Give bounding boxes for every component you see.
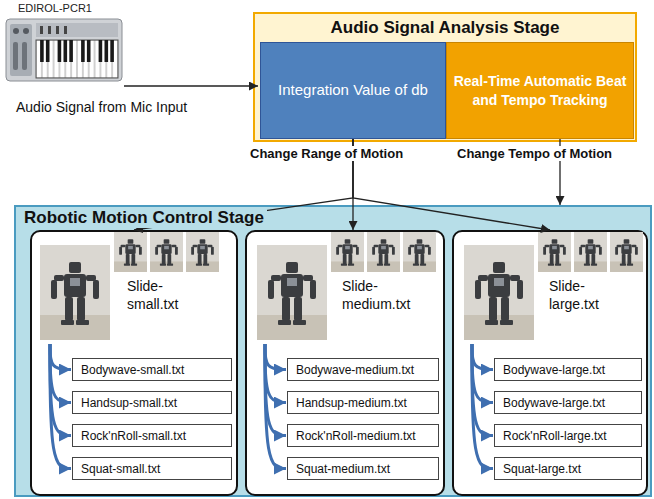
motion-file-box: Bodywave-small.txt xyxy=(72,358,232,381)
robot-photo xyxy=(610,232,643,272)
motion-file-label: Squat-medium.txt xyxy=(296,462,390,476)
control-arrow xyxy=(134,139,353,230)
motion-file-box: Rock'nRoll-medium.txt xyxy=(287,424,439,447)
slider xyxy=(56,26,59,34)
motion-panel: Slide-small.txtBodywave-small.txtHandsup… xyxy=(30,230,238,496)
motion-file-label: Squat-large.txt xyxy=(503,462,581,476)
motion-file-box: Rock'nRoll-small.txt xyxy=(72,424,232,447)
stage-panel: Robotic Motion Control StageSlide-small.… xyxy=(14,205,652,497)
control-panel xyxy=(10,24,32,76)
midi-keyboard xyxy=(6,19,122,81)
motion-file-box: Handsup-small.txt xyxy=(72,391,232,414)
robot-photo xyxy=(367,232,400,272)
keyboard-body xyxy=(6,19,122,81)
motion-file-box: Squat-medium.txt xyxy=(287,457,439,480)
motion-file-box: Squat-small.txt xyxy=(72,457,232,480)
stage-title: Audio Signal Analysis Stage xyxy=(255,14,635,38)
motion-branch-arrow xyxy=(50,344,71,436)
motion-file-box: Rock'nRoll-large.txt xyxy=(494,424,642,447)
black-keys xyxy=(40,40,114,62)
motion-file-label: Slide-medium.txt xyxy=(342,277,420,313)
motion-branch-arrow xyxy=(50,344,71,403)
process-box: Integration Value of db xyxy=(260,42,446,139)
process-label: Real-Time Automatic Beat and Tempo Track… xyxy=(453,72,627,108)
motion-file-box: Bodywave-large.txt xyxy=(494,391,642,414)
robot-photo xyxy=(257,245,327,340)
signal-label: Audio Signal from Mic Input xyxy=(16,99,187,115)
robot-photo xyxy=(464,245,534,340)
motion-file-box: Bodywave-large.txt xyxy=(494,358,642,381)
motion-file-label: Rock'nRoll-medium.txt xyxy=(296,429,416,443)
control-arrow xyxy=(352,139,353,230)
motion-file-label: Rock'nRoll-large.txt xyxy=(503,429,607,443)
knob xyxy=(23,28,29,34)
robot-photos xyxy=(40,232,643,340)
motion-branch-arrow xyxy=(472,344,493,436)
robot-photo xyxy=(40,245,110,340)
control-arrow xyxy=(353,139,550,230)
motion-branch-arrow xyxy=(472,344,493,370)
stage-title: Robotic Motion Control Stage xyxy=(21,208,267,228)
motion-file-box: Handsup-medium.txt xyxy=(287,391,439,414)
robot-photo xyxy=(331,232,364,272)
signal-arrow xyxy=(124,85,258,86)
motion-branch-arrow xyxy=(265,344,286,469)
slider xyxy=(40,26,43,34)
motion-branch-arrow xyxy=(265,344,286,403)
motion-branch-arrow xyxy=(50,344,71,469)
robot-photo xyxy=(574,232,607,272)
motion-file-label: Slide-large.txt xyxy=(549,277,627,313)
motion-file-box: Bodywave-medium.txt xyxy=(287,358,439,381)
robot-photo xyxy=(186,232,219,272)
motion-file-label: Handsup-small.txt xyxy=(81,396,177,410)
motion-branch-arrow xyxy=(265,344,286,370)
motion-file-box: Squat-large.txt xyxy=(494,457,642,480)
slider-panel xyxy=(36,23,118,37)
robot-photo xyxy=(403,232,436,272)
motion-file-label: Bodywave-small.txt xyxy=(81,363,184,377)
stage-panel: Audio Signal Analysis StageIntegration V… xyxy=(253,12,637,142)
robot-photo xyxy=(114,232,147,272)
motion-file-label: Bodywave-large.txt xyxy=(503,396,605,410)
motion-file-label: Slide-small.txt xyxy=(127,277,205,313)
slider xyxy=(64,26,67,34)
motion-file-label: Bodywave-large.txt xyxy=(503,363,605,377)
wheel xyxy=(13,42,18,70)
motion-panel: Slide-large.txtBodywave-large.txtBodywav… xyxy=(452,230,648,496)
motion-file-label: Handsup-medium.txt xyxy=(296,396,407,410)
knob xyxy=(13,28,19,34)
arrow-label: Change Range of Motion xyxy=(248,146,405,161)
motion-file-label: Bodywave-medium.txt xyxy=(296,363,414,377)
device-name: EDIROL-PCR1 xyxy=(18,2,92,14)
motion-file-label: Rock'nRoll-small.txt xyxy=(81,429,186,443)
motion-panel: Slide-medium.txtBodywave-medium.txtHands… xyxy=(245,230,445,496)
process-label: Integration Value of db xyxy=(278,81,428,100)
robot-photo xyxy=(150,232,183,272)
process-box: Real-Time Automatic Beat and Tempo Track… xyxy=(446,42,634,139)
motion-file-label: Squat-small.txt xyxy=(81,462,160,476)
wheel xyxy=(22,42,27,70)
slider xyxy=(48,26,51,34)
white-keys xyxy=(36,40,118,78)
motion-branch-arrow xyxy=(472,344,493,403)
motion-branch-arrow xyxy=(472,344,493,469)
motion-branch-arrow xyxy=(265,344,286,436)
control-arrow xyxy=(559,139,560,205)
arrow-label: Change Tempo of Motion xyxy=(455,146,614,161)
motion-branch-arrow xyxy=(50,344,71,370)
robot-photo xyxy=(538,232,571,272)
